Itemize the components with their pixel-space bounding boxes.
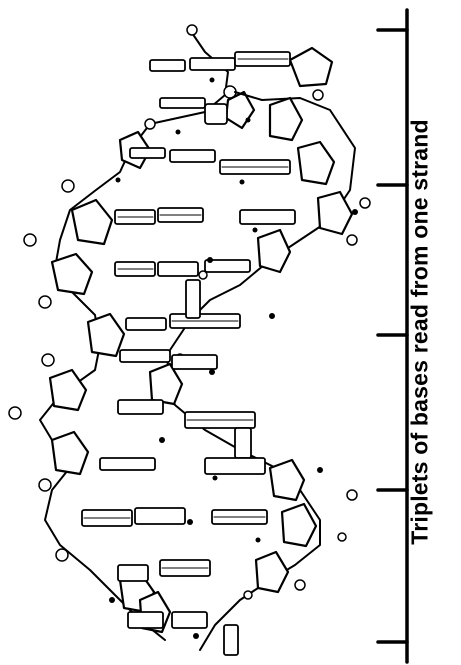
triplet-scale-bar <box>378 10 407 662</box>
left-backbone <box>40 30 228 640</box>
triplets-label: Triplets of bases read from one strand <box>407 119 434 545</box>
